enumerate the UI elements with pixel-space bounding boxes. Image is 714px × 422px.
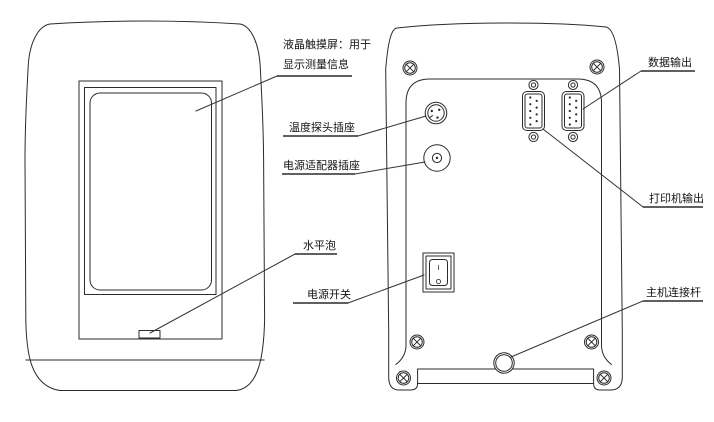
callout-power-adapter: 电源适配器插座 [282,158,426,175]
callout-printer-output-label: 打印机输出 [649,191,704,205]
printer-output-port [522,79,545,143]
screw-icon [589,59,605,75]
data-output-port [561,79,585,143]
callout-power-switch: 电源开关 [293,274,425,304]
callout-temp-probe: 温度探头插座 [283,115,427,137]
callout-data-output: 数据输出 [582,55,695,110]
callout-power-adapter-label: 电源适配器插座 [283,158,360,172]
back-view: I O [385,22,623,391]
back-panel [395,78,612,365]
callout-lcd: 液晶触摸屏：用于 显示测量信息 [195,37,371,112]
screw-icon [402,60,418,76]
screw-icon [396,370,411,386]
callout-temp-probe-label: 温度探头插座 [289,120,355,134]
callout-host-rod-label: 主机连接杆 [646,285,701,299]
screen-bezel [84,87,217,295]
callout-data-output-label: 数据输出 [648,55,692,69]
callout-power-switch-label: 电源开关 [307,287,351,301]
power-switch: I O [422,252,455,293]
level-bubble [138,330,161,339]
power-adapter-socket [423,144,451,172]
rod-connector [493,352,515,374]
callout-level-bubble-label: 水平泡 [303,238,336,252]
callout-lcd-label-line2: 显示测量信息 [283,57,349,71]
screen-panel [78,80,223,340]
switch-on-marking: I [437,264,439,272]
callout-lcd-label-line1: 液晶触摸屏：用于 [283,37,371,51]
back-body [385,22,623,391]
annotations: 液晶触摸屏：用于 显示测量信息 温度探头插座 电源适配器插座 水平泡 电源开关 [149,37,704,358]
callout-printer-output: 打印机输出 [542,128,704,208]
switch-off-marking: O [436,278,442,286]
lcd-screen [89,92,212,291]
screw-icon [596,370,612,386]
temp-probe-socket [424,101,448,125]
callout-host-rod: 主机连接杆 [510,285,703,358]
callout-level-bubble: 水平泡 [149,238,337,334]
front-body [24,20,266,391]
front-view [24,20,266,391]
screw-icon [409,334,425,350]
screw-icon [584,334,599,350]
